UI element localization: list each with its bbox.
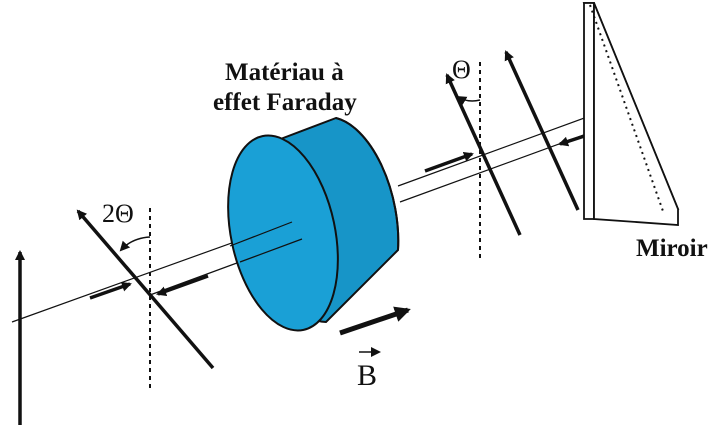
return-beam-arrow-left <box>156 274 209 296</box>
cylinder-front-face <box>227 134 339 332</box>
faraday-cylinder <box>227 116 400 332</box>
theta-label: Θ <box>452 55 471 84</box>
two-theta-angle-arc <box>119 236 151 252</box>
cylinder-back-edge <box>335 117 400 251</box>
mirror-side <box>593 2 679 226</box>
magnetic-field-label: B <box>357 359 377 392</box>
mirror <box>582 2 680 226</box>
material-label-line1: Matériau à <box>225 59 344 86</box>
two-theta-label: 2Θ <box>102 199 134 228</box>
forward-beam-arrow-right <box>424 152 474 173</box>
material-label-line2: effet Faraday <box>213 89 357 116</box>
left-polarizer: 2Θ <box>76 199 215 390</box>
right-polarization-arrow <box>445 73 522 236</box>
mirror-edge-dotted <box>589 4 665 215</box>
magnetic-field-arrow <box>339 306 411 336</box>
theta-angle-arc <box>456 95 481 106</box>
mirror-label: Miroir <box>636 235 708 262</box>
left-polarization-arrow <box>76 209 215 370</box>
right-polarizer: Θ <box>445 55 522 258</box>
mirror-front <box>583 2 595 220</box>
forward-beam-arrow-left <box>89 281 132 300</box>
reflected-polarization-arrow <box>504 50 580 211</box>
